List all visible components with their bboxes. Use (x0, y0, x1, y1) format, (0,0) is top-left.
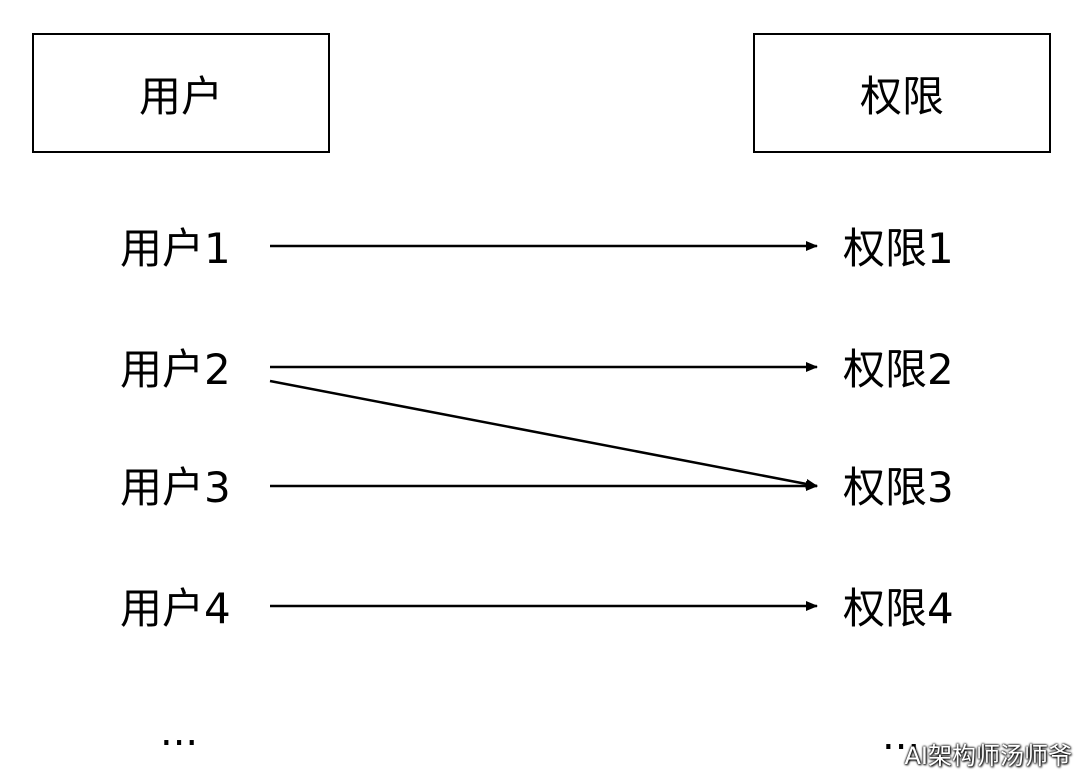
permission-ellipsis: ... (882, 713, 921, 759)
user-label-3: 用户3 (120, 463, 231, 512)
permission-header-box: 权限 (753, 33, 1051, 153)
permission-label-3: 权限3 (843, 463, 954, 512)
user-header-box: 用户 (32, 33, 330, 153)
permission-label-2: 权限2 (843, 345, 954, 394)
user-label-4: 用户4 (120, 584, 231, 633)
permission-header-label: 权限 (859, 71, 944, 121)
watermark: AI架构师汤师爷 (904, 742, 1073, 770)
user-label-2: 用户2 (120, 345, 231, 394)
arrow-user2-permission3 (269, 379, 818, 489)
permission-label-1: 权限1 (843, 224, 954, 273)
permission-label-4: 权限4 (843, 584, 954, 633)
user-label-1: 用户1 (120, 224, 231, 273)
user-ellipsis: ... (160, 709, 199, 755)
user-header-label: 用户 (138, 71, 223, 121)
